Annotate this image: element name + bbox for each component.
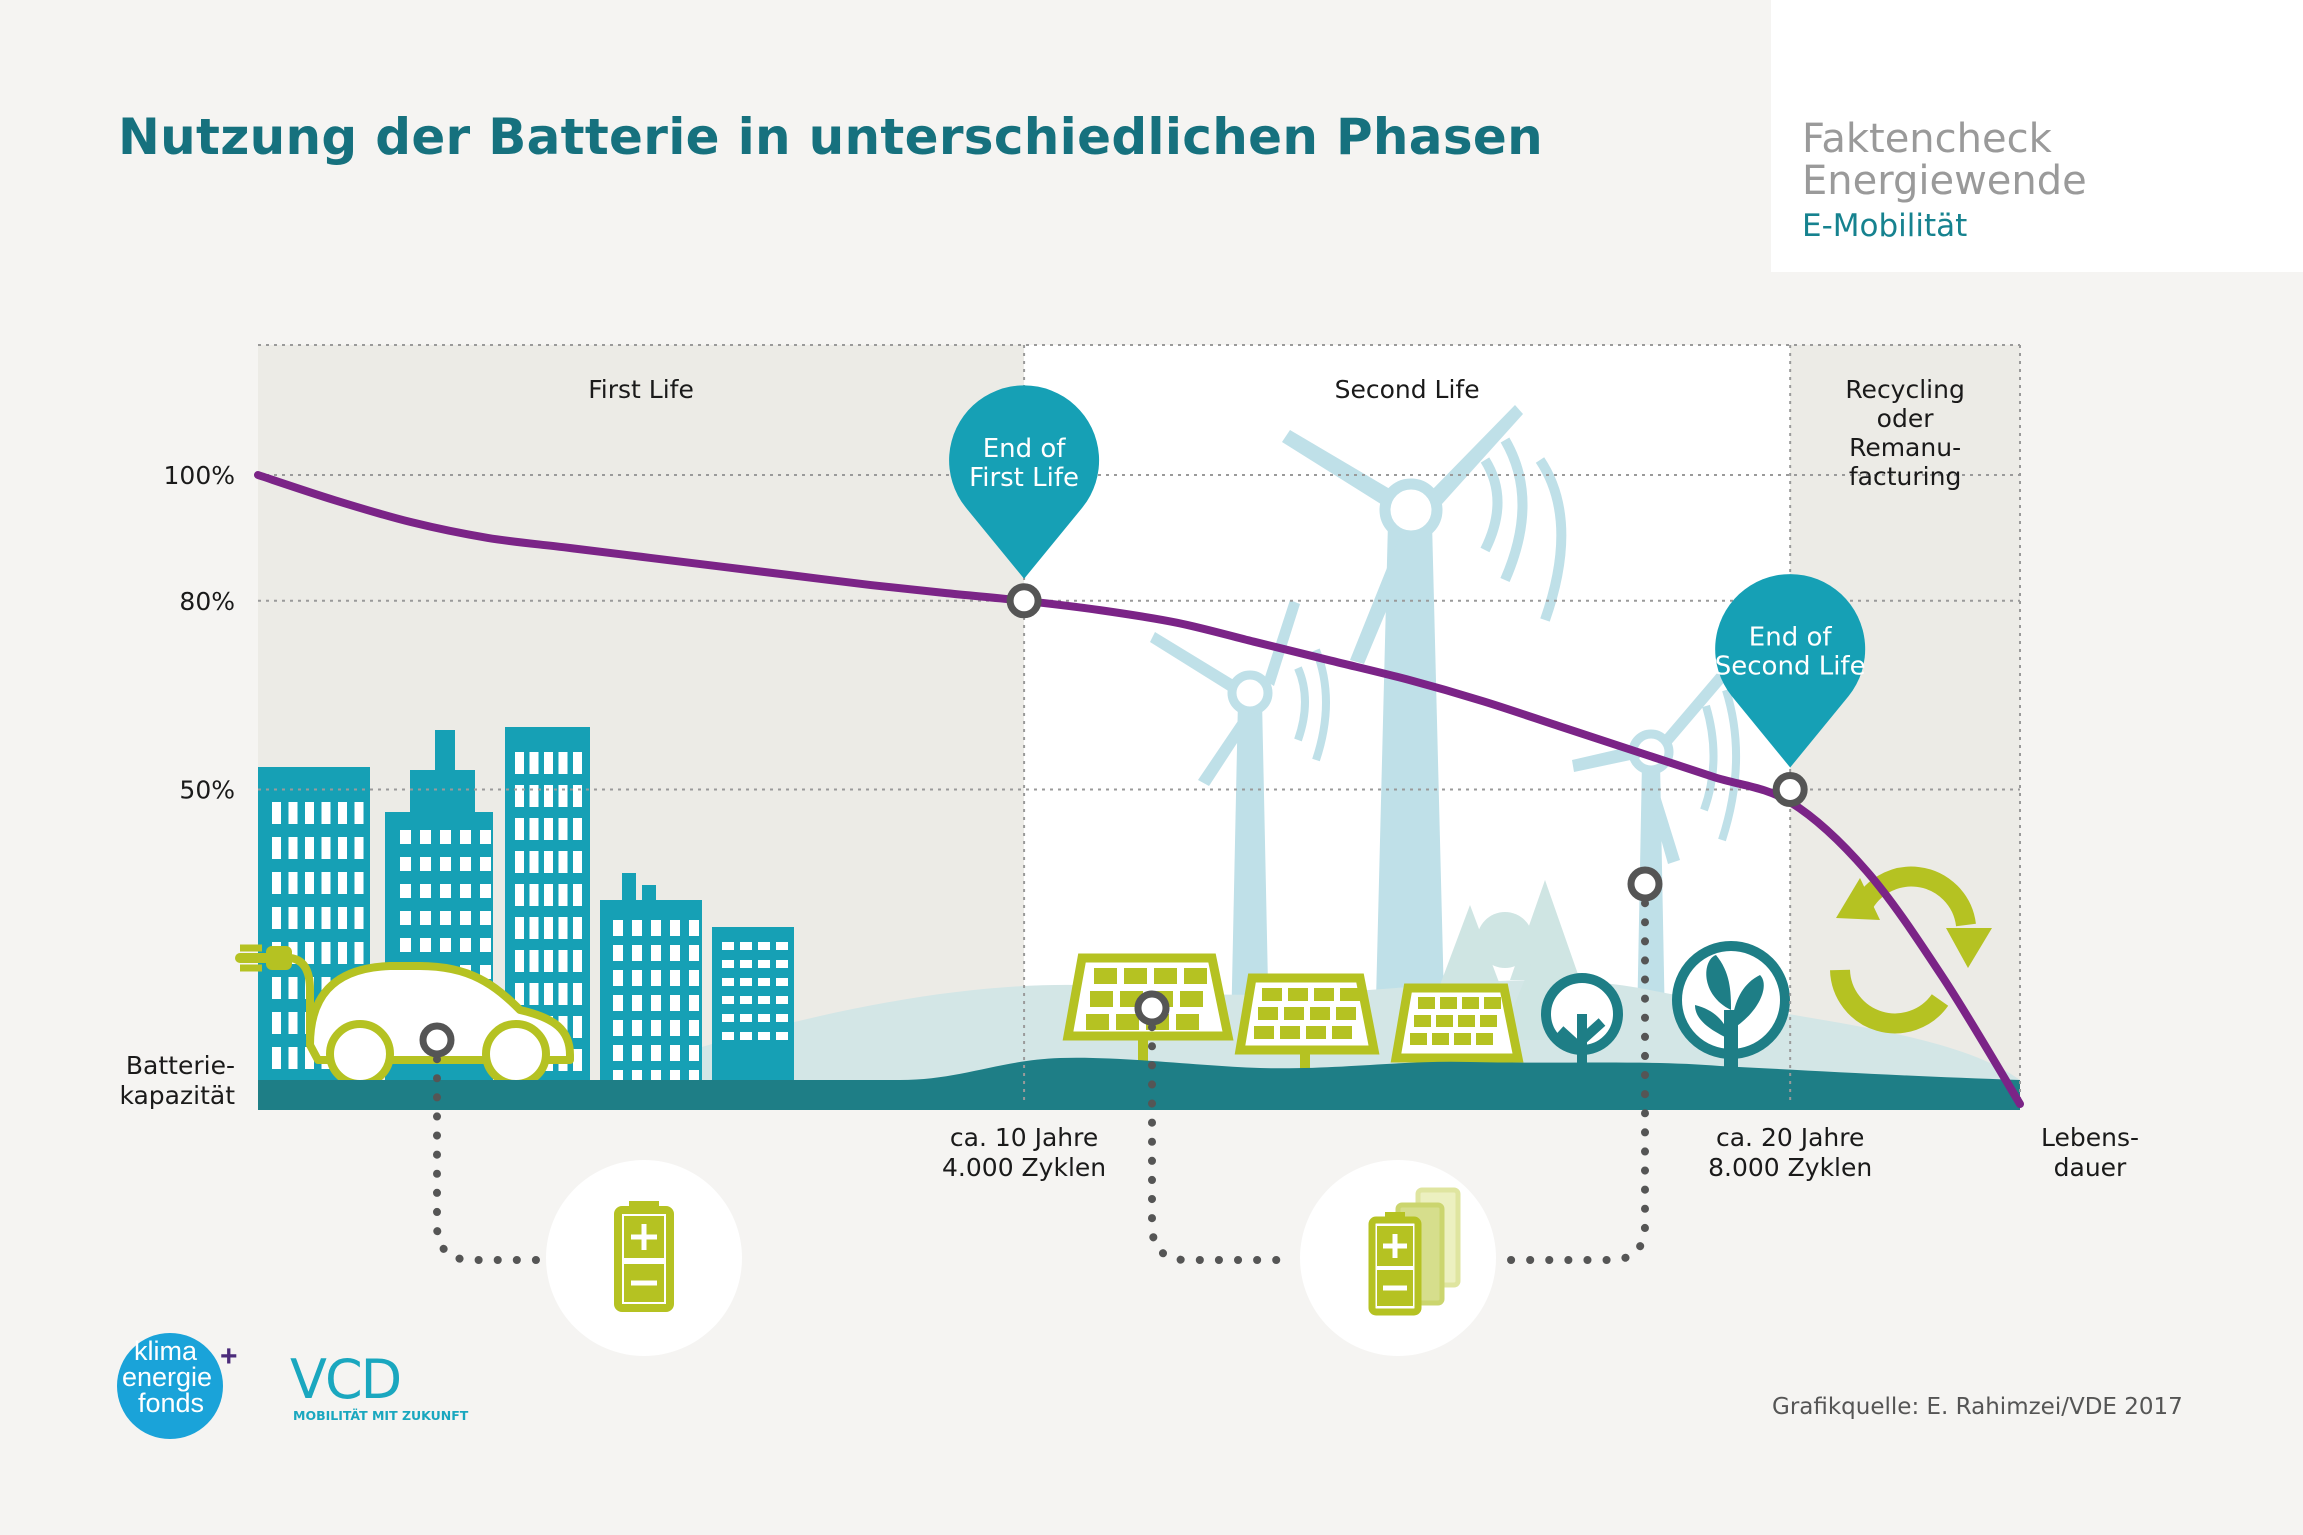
logo-kef-line2: energie [122,1362,212,1392]
recycling-arrows-icon [1830,866,1976,1034]
curve-point-marker [1006,583,1042,619]
y-tick-label: 80% [179,587,235,616]
phase-label: First Life [588,375,694,404]
dotted-connector-1 [433,1036,544,1264]
source-note: Grafikquelle: E. Rahimzei/VDE 2017 [1772,1394,2183,1420]
gridlines [258,344,2021,1105]
phase-label: oder [1877,404,1935,433]
x-tick-label: ca. 10 Jahre [950,1123,1098,1152]
logo-kef-line1: klima [134,1336,198,1366]
ground-band [258,1057,2020,1110]
x-axis-label: dauer [2054,1153,2127,1182]
phase-label: Second Life [1335,375,1480,404]
car-marker [419,1022,455,1058]
curve-point-marker [1772,772,1808,807]
wind-marker [1627,866,1663,902]
end-of-life-label: First Life [969,463,1079,493]
end-of-life-pin [1715,574,1866,768]
logo-kef-plus: + [220,1340,238,1373]
end-of-life-pin [949,385,1100,579]
brand-box [1771,0,2303,272]
klima-energie-fonds-logo: klima energie fonds + [117,1333,238,1439]
brand-subtitle: E-Mobilität [1802,208,1968,244]
x-tick-label: 4.000 Zyklen [942,1153,1106,1182]
vcd-logo: VCD MOBILITÄT MIT ZUKUNFT [290,1356,469,1423]
battery-multi-icon [1300,1160,1496,1356]
x-axis-label: Lebens- [2041,1123,2139,1152]
building-windows [272,752,788,1104]
wind-turbine-icon [1150,405,1741,1080]
brand-title-line1: Faktencheck [1802,116,2052,162]
phase-background-recycling [1790,345,2020,1105]
y-axis-label: kapazität [119,1081,235,1110]
chart-title: Nutzung der Batterie in unterschiedliche… [118,108,1543,166]
phase-label: facturing [1849,462,1961,491]
logo-kef-line3: fonds [138,1388,204,1418]
dotted-connector-2 [1148,880,1649,1264]
phase-label: Remanu- [1849,433,1961,462]
end-of-life-label: End of [1749,623,1833,653]
logo-vcd-tagline: MOBILITÄT MIT ZUKUNFT [293,1408,469,1423]
logo-vcd-mark: VCD [290,1356,400,1411]
y-tick-label: 50% [179,776,235,805]
y-tick-label: 100% [164,461,235,490]
end-of-life-label: End of [983,434,1067,464]
tree-icon [1541,941,1790,1080]
y-axis-label: Batterie- [126,1051,235,1080]
phase-label: Recycling [1845,375,1965,404]
electric-car-icon [235,944,574,1088]
x-tick-label: ca. 20 Jahre [1716,1123,1864,1152]
solar-marker [1134,990,1170,1026]
brand-title-line2: Energiewende [1802,158,2087,204]
end-of-life-label: Second Life [1715,652,1866,682]
battery-single-icon [546,1160,742,1356]
x-tick-label: 8.000 Zyklen [1708,1153,1872,1182]
recycling-arrow-heads [1836,878,1992,968]
